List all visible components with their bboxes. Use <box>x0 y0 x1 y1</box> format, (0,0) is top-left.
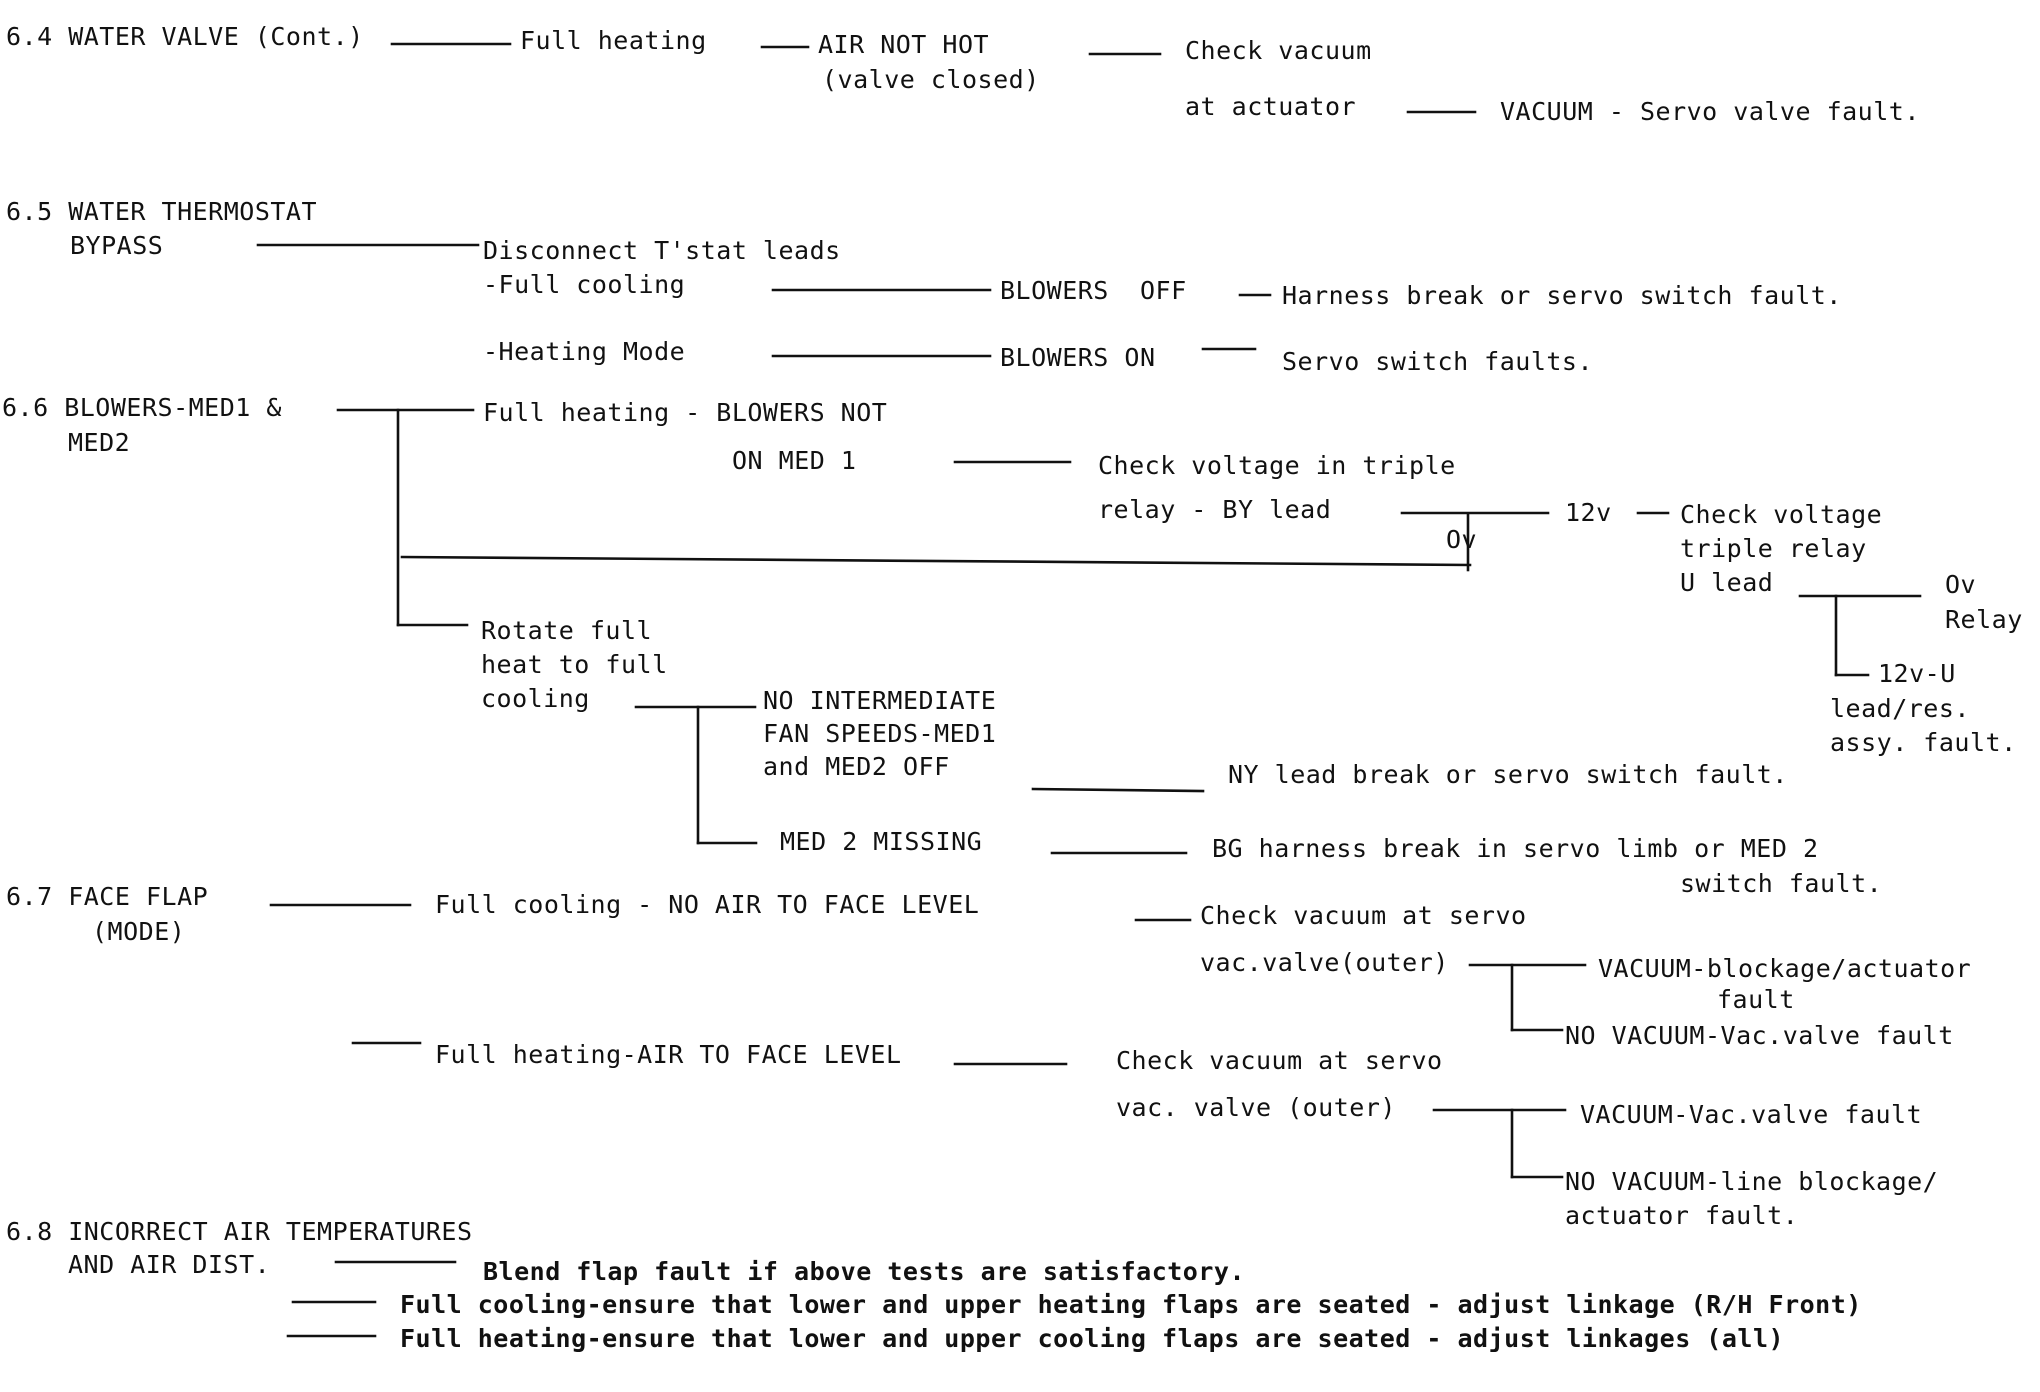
section-title: (MODE) <box>92 917 186 946</box>
condition-text: -Full cooling <box>483 270 686 299</box>
check-text: Check vacuum <box>1185 36 1372 65</box>
section-title: 6.4 WATER VALVE (Cont.) <box>6 22 364 51</box>
section-title: MED2 <box>68 428 131 457</box>
check-text: vac. valve (outer) <box>1116 1093 1396 1122</box>
result-text: fault <box>1717 985 1795 1014</box>
section-title: 6.5 WATER THERMOSTAT <box>6 197 318 226</box>
condition-text: cooling <box>481 684 590 713</box>
voltage-label: 12v <box>1565 498 1612 527</box>
action-text: Disconnect T'stat leads <box>483 236 841 265</box>
result-text: 12v-U <box>1878 659 1956 688</box>
result-text: NO VACUUM-line blockage/ <box>1565 1167 1939 1196</box>
result-text: BG harness break in servo limb or MED 2 <box>1212 834 1819 863</box>
check-text: triple relay <box>1680 534 1867 563</box>
section-title: 6.8 INCORRECT AIR TEMPERATURES <box>6 1217 473 1246</box>
result-text: Ov <box>1945 570 1977 599</box>
result-text: VACUUM-blockage/actuator <box>1598 954 1972 983</box>
section-title: 6.6 BLOWERS-MED1 & <box>2 393 282 422</box>
symptom-text: and MED2 OFF <box>763 752 950 781</box>
action-text: Full cooling-ensure that lower and upper… <box>400 1290 1862 1319</box>
condition-text: ON MED 1 <box>732 446 857 475</box>
check-text: vac.valve(outer) <box>1200 948 1449 977</box>
condition-text: -Heating Mode <box>483 337 686 366</box>
result-text: Harness break or servo switch fault. <box>1282 281 1842 310</box>
result-text: Relay <box>1945 605 2023 634</box>
symptom-text: FAN SPEEDS-MED1 <box>763 719 997 748</box>
condition-text: Full cooling - NO AIR TO FACE LEVEL <box>435 890 980 919</box>
result-text: Servo switch faults. <box>1282 347 1594 376</box>
action-text: Full heating-ensure that lower and upper… <box>400 1324 1785 1353</box>
voltage-label: Ov <box>1446 525 1478 554</box>
symptom-text: BLOWERS OFF <box>1000 276 1187 305</box>
section-title: BYPASS <box>70 231 164 260</box>
result-text: VACUUM - Servo valve fault. <box>1500 97 1920 126</box>
symptom-text: NO INTERMEDIATE <box>763 686 997 715</box>
result-text: assy. fault. <box>1830 728 2017 757</box>
result-text: actuator fault. <box>1565 1201 1799 1230</box>
check-text: Check vacuum at servo <box>1116 1046 1443 1075</box>
symptom-text: (valve closed) <box>822 65 1040 94</box>
result-text: VACUUM-Vac.valve fault <box>1580 1100 1923 1129</box>
condition-text: Full heating - BLOWERS NOT <box>483 398 888 427</box>
check-text: relay - BY lead <box>1098 495 1332 524</box>
result-text: lead/res. <box>1830 694 1970 723</box>
check-text: Check voltage in triple <box>1098 451 1456 480</box>
condition-text: Rotate full <box>481 616 653 645</box>
condition-text: Full heating-AIR TO FACE LEVEL <box>435 1040 902 1069</box>
symptom-text: MED 2 MISSING <box>780 827 983 856</box>
result-text: switch fault. <box>1680 869 1883 898</box>
condition-text: Full heating <box>520 26 707 55</box>
check-text: Check vacuum at servo <box>1200 901 1527 930</box>
section-title: AND AIR DIST. <box>68 1250 271 1279</box>
symptom-text: AIR NOT HOT <box>818 30 990 59</box>
result-text: NY lead break or servo switch fault. <box>1228 760 1788 789</box>
action-text: Blend flap fault if above tests are sati… <box>483 1257 1246 1286</box>
check-text: U lead <box>1680 568 1774 597</box>
section-title: 6.7 FACE FLAP <box>6 882 209 911</box>
result-text: NO VACUUM-Vac.valve fault <box>1565 1021 1954 1050</box>
condition-text: heat to full <box>481 650 668 679</box>
check-text: Check voltage <box>1680 500 1883 529</box>
symptom-text: BLOWERS ON <box>1000 343 1156 372</box>
check-text: at actuator <box>1185 92 1357 121</box>
